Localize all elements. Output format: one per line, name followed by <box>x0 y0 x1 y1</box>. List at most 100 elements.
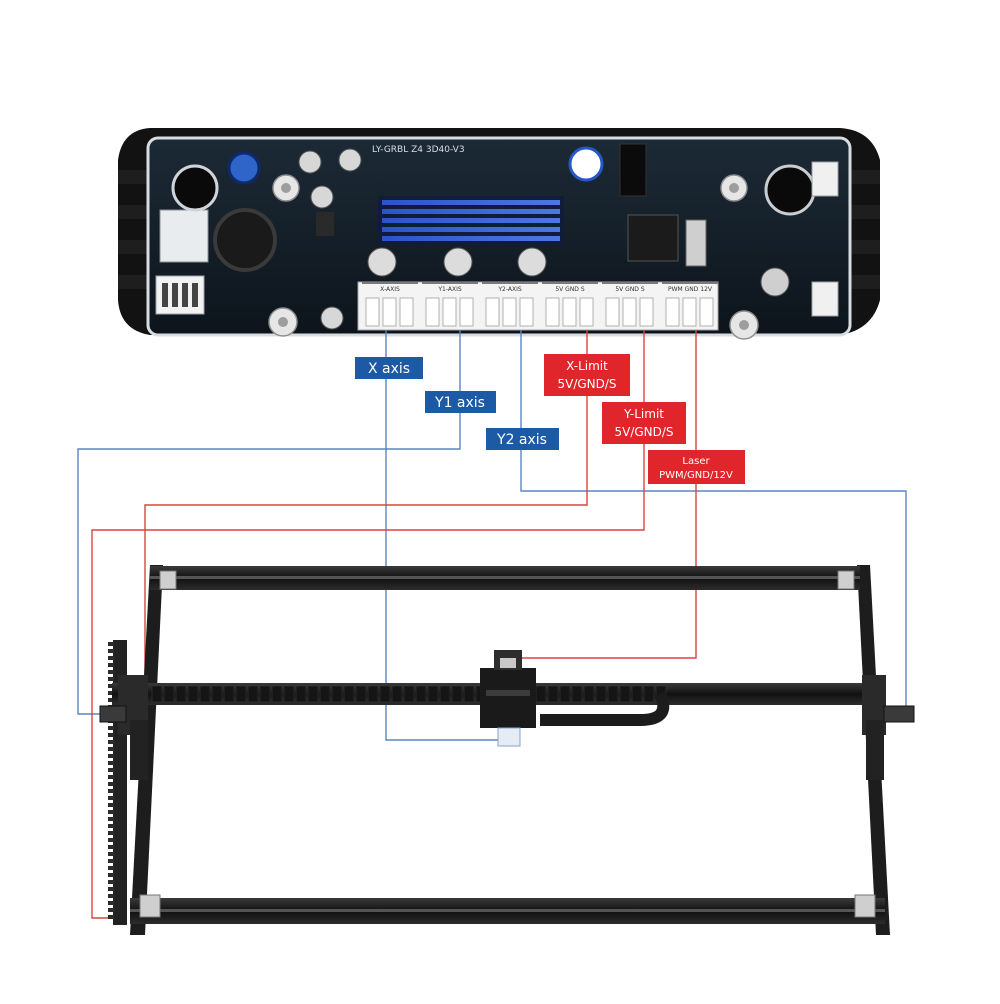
chain-link <box>619 685 631 703</box>
callout-x-axis: X axis <box>355 357 423 379</box>
callout-x-limit-line1: X-Limit <box>566 359 608 373</box>
wire-laser <box>510 330 697 659</box>
wire-y1-axis <box>77 330 461 715</box>
rack-tooth <box>108 733 114 737</box>
right-y-carriage <box>866 720 884 780</box>
callout-y1-axis-label: Y1 axis <box>434 395 485 411</box>
chain-link <box>343 685 355 703</box>
rack-tooth <box>108 824 114 828</box>
rack-tooth <box>108 810 114 814</box>
y2-motor <box>883 705 915 723</box>
header-pin-housing <box>382 297 397 327</box>
rack-tooth <box>108 908 114 912</box>
left-y-carriage <box>130 720 148 780</box>
header-pin-housing <box>605 297 620 327</box>
chain-link <box>355 685 367 703</box>
heatsink-fins-right <box>850 170 880 289</box>
chain-link <box>427 685 439 703</box>
header-pin-housing <box>485 297 500 327</box>
frame-corner-brackets <box>139 570 876 918</box>
callout-y-limit-line1: Y-Limit <box>623 407 664 421</box>
chain-link <box>391 685 403 703</box>
engraver-frame <box>99 565 915 935</box>
chain-link <box>583 685 595 703</box>
header-pin-housing <box>682 297 697 327</box>
rack-tooth <box>108 726 114 730</box>
rack-tooth <box>108 789 114 793</box>
callout-x-axis-label: X axis <box>368 361 410 377</box>
rack-tooth <box>108 901 114 905</box>
rack-tooth <box>108 747 114 751</box>
rack-tooth <box>108 642 114 646</box>
rack-tooth <box>108 677 114 681</box>
rack-tooth <box>108 663 114 667</box>
callout-x-limit: X-Limit 5V/GND/S <box>544 354 630 396</box>
header-pin-housing <box>519 297 534 327</box>
chain-link <box>163 685 175 703</box>
header-label: Y1-AXIS <box>437 286 462 293</box>
chain-link <box>175 685 187 703</box>
wire-y-limit <box>91 330 645 919</box>
rack-tooth <box>108 740 114 744</box>
stepper-driver-heatsink <box>378 196 564 246</box>
rack-tooth <box>108 831 114 835</box>
chain-link <box>211 685 223 703</box>
callout-laser-line1: Laser <box>682 456 710 467</box>
rack-tooth <box>108 684 114 688</box>
header-pin-housing <box>459 297 474 327</box>
header-connector-pins <box>362 282 718 327</box>
chain-link <box>643 685 655 703</box>
driver-capacitors <box>367 247 547 277</box>
rack-tooth <box>108 859 114 863</box>
chain-link <box>535 685 547 703</box>
rack-tooth <box>108 887 114 891</box>
chain-link <box>571 685 583 703</box>
usb-port-area <box>213 208 277 272</box>
chain-link <box>439 685 451 703</box>
rack-tooth <box>108 803 114 807</box>
chain-link <box>307 685 319 703</box>
capacitor-right <box>760 267 790 297</box>
rack-tooth <box>108 775 114 779</box>
chain-link <box>631 685 643 703</box>
crystal <box>685 219 707 267</box>
chain-link <box>331 685 343 703</box>
callout-x-limit-line2: 5V/GND/S <box>557 377 616 391</box>
chain-link <box>199 685 211 703</box>
rack-tooth <box>108 880 114 884</box>
board-silkscreen-title: LY-GRBL Z4 3D40-V3 <box>372 145 465 155</box>
rack-tooth <box>108 670 114 674</box>
callout-y1-axis: Y1 axis <box>425 391 496 413</box>
header-label: 5V GND S <box>555 286 584 293</box>
chain-link <box>259 685 271 703</box>
chain-link <box>367 685 379 703</box>
chain-link <box>271 685 283 703</box>
wire-x-axis <box>385 330 500 741</box>
callout-y2-axis-label: Y2 axis <box>496 432 547 448</box>
header-pin-housing <box>579 297 594 327</box>
chain-link <box>559 685 571 703</box>
rack-tooth <box>108 915 114 919</box>
chain-link <box>547 685 559 703</box>
header-pin-housing <box>425 297 440 327</box>
rack-tooth <box>108 768 114 772</box>
rack-tooth <box>108 817 114 821</box>
callout-laser-line2: PWM/GND/12V <box>659 470 733 481</box>
usb-chip-area <box>619 143 647 197</box>
header-connectors <box>357 281 719 331</box>
chain-link <box>463 685 475 703</box>
chain-link <box>247 685 259 703</box>
laser-carriage <box>480 650 536 747</box>
capacitor-right-big <box>764 164 816 216</box>
rack-tooth <box>108 691 114 695</box>
rack-tooth <box>108 754 114 758</box>
rack-tooth <box>108 649 114 653</box>
chain-link <box>283 685 295 703</box>
rack-tooth <box>108 873 114 877</box>
chain-link <box>415 685 427 703</box>
wires <box>77 330 907 919</box>
chain-link <box>223 685 235 703</box>
